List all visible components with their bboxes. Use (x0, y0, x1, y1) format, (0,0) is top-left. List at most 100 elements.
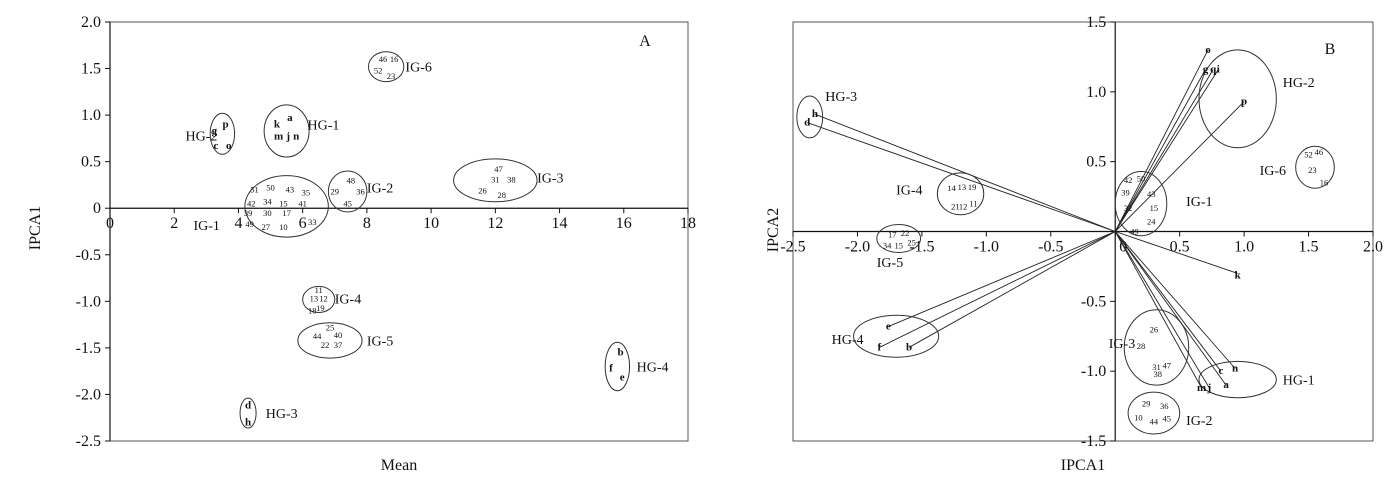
point-label: 37 (334, 340, 343, 350)
point-label: 34 (883, 240, 892, 250)
point-label: 49 (245, 219, 254, 229)
point-label: e (620, 372, 625, 384)
vector-line (807, 122, 1116, 232)
point-label: 36 (356, 186, 365, 196)
point-label: 47 (494, 164, 503, 174)
point-label: 10 (1134, 412, 1143, 422)
y-tick-label: -1.5 (76, 340, 101, 357)
point-label: m (1197, 382, 1206, 394)
group-ellipse (302, 285, 336, 314)
point-label: 19 (968, 182, 977, 192)
y-tick-label: 1.0 (81, 107, 101, 124)
vector-line (1114, 231, 1210, 389)
vector-line (1114, 69, 1219, 232)
x-tick-label: -2.0 (845, 239, 870, 256)
point-label: e (886, 320, 891, 332)
group-label: HG-2 (1283, 76, 1315, 91)
point-label: 42 (1124, 175, 1133, 185)
point-label: 45 (1163, 414, 1172, 424)
point-label: 49 (1130, 227, 1139, 237)
x-tick-label: 8 (363, 215, 371, 232)
group-ellipse (796, 95, 824, 139)
x-tick-label: -0.5 (1038, 239, 1063, 256)
y-tick-label: -2.0 (76, 386, 101, 403)
point-label: 26 (1150, 324, 1159, 334)
x-tick-label: 1.0 (1234, 239, 1254, 256)
point-label: d (245, 400, 251, 412)
point-label: j (285, 131, 290, 143)
group-label: HG-1 (307, 118, 339, 133)
point-label: 46 (1315, 147, 1324, 157)
point-label: 15 (279, 199, 288, 209)
group-label: IG-2 (1186, 414, 1212, 429)
point-label: h (245, 416, 251, 428)
point-label: 29 (1142, 398, 1151, 408)
y-axis-label: IPCA2 (765, 208, 782, 252)
point-label: p (223, 118, 229, 130)
group-ellipse (936, 172, 985, 216)
point-label: 22 (901, 228, 910, 238)
y-tick-label: -1.0 (76, 293, 101, 310)
point-label: o (1205, 44, 1211, 56)
point-label: 21 (951, 201, 960, 211)
point-label: m (274, 131, 283, 143)
group-ellipse (1198, 360, 1277, 399)
point-label: 46 (379, 54, 388, 64)
point-label: 24 (1147, 217, 1156, 227)
point-label: 23 (1308, 165, 1317, 175)
group-ellipse (1198, 49, 1277, 149)
group-ellipse (263, 104, 310, 158)
x-tick-label: -2.5 (780, 239, 805, 256)
group-ellipse (209, 112, 236, 155)
group-label: IG-2 (367, 182, 393, 197)
y-tick-label: 1.5 (81, 61, 101, 78)
group-label: IG-5 (877, 256, 903, 271)
point-label: k (1235, 269, 1242, 281)
point-label: o (226, 140, 232, 152)
x-tick-label: 2.0 (1363, 239, 1383, 256)
point-label: 25 (326, 322, 335, 332)
group-label: IG-5 (367, 334, 393, 349)
point-label: 27 (261, 222, 270, 232)
group-ellipse (1127, 391, 1181, 435)
x-axis-label: IPCA1 (1061, 457, 1105, 474)
vector-line (1114, 231, 1227, 386)
x-tick-label: 18 (680, 215, 696, 232)
y-tick-label: -2.5 (76, 433, 101, 450)
y-tick-label: 0 (93, 200, 101, 217)
point-label: k (274, 118, 281, 130)
point-label: 43 (1147, 189, 1156, 199)
x-tick-label: 6 (299, 215, 307, 232)
point-label: g (1203, 63, 1209, 75)
point-label: 19 (316, 303, 325, 313)
point-label: 31 (1152, 362, 1161, 372)
point-label: g (212, 125, 218, 137)
point-label: 26 (478, 186, 487, 196)
group-label: HG-3 (825, 90, 857, 105)
x-axis-label: Mean (381, 457, 417, 474)
y-tick-label: -1.0 (1081, 363, 1106, 380)
panel-label: A (639, 33, 651, 50)
point-label: 15 (894, 240, 903, 250)
point-label: 16 (390, 54, 399, 64)
group-label: IG-4 (335, 293, 361, 308)
x-tick-label: 14 (552, 215, 568, 232)
point-label: 13 (958, 182, 967, 192)
x-tick-label: 0.5 (1170, 239, 1190, 256)
point-label: j (1206, 382, 1211, 394)
point-label: i (1217, 63, 1220, 75)
y-tick-label: 1.0 (1086, 84, 1106, 101)
y-axis-label: IPCA1 (27, 206, 44, 250)
point-label: 52 (374, 65, 383, 75)
vector-line (1115, 231, 1238, 274)
x-tick-label: 4 (234, 215, 242, 232)
group-label: HG-1 (1283, 374, 1315, 389)
point-label: 14 (947, 183, 956, 193)
point-label: 40 (334, 330, 343, 340)
point-label: 38 (507, 174, 516, 184)
vector-line (879, 231, 1116, 348)
point-label: 13 (310, 294, 319, 304)
vector-line (1114, 69, 1206, 232)
x-tick-label: 0 (1119, 239, 1127, 256)
